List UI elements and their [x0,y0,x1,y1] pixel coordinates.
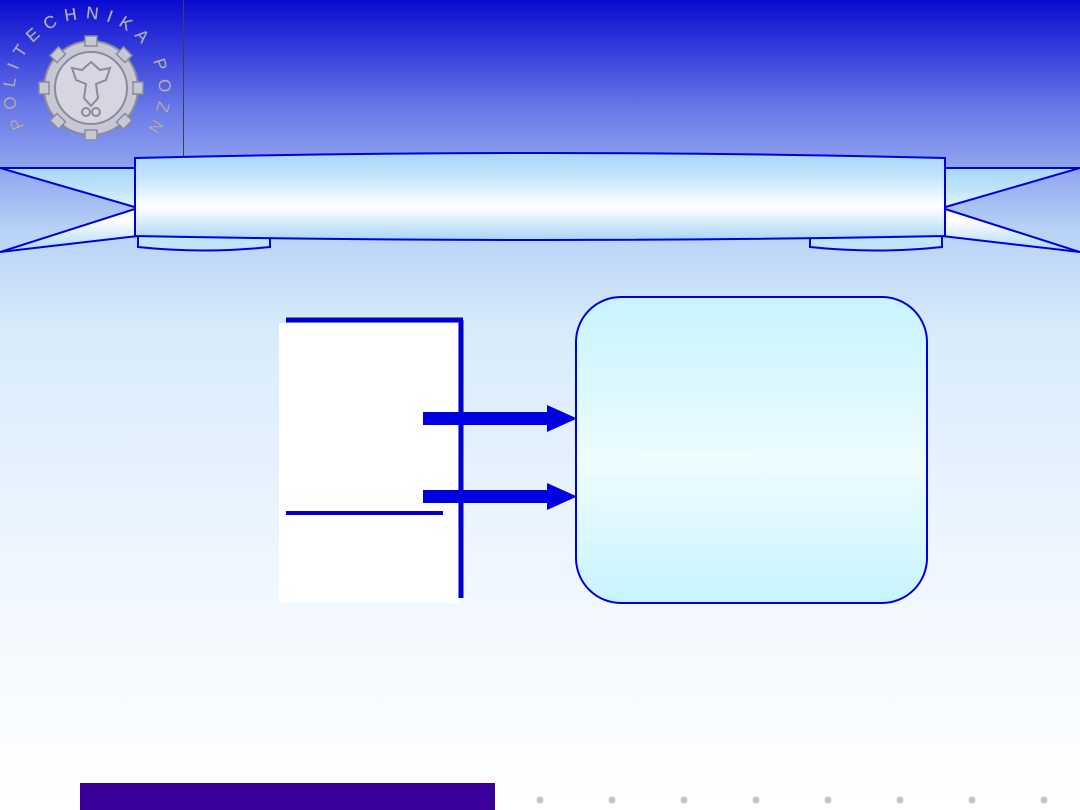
eagle-emblem-icon [70,60,112,117]
source-box [279,317,464,603]
university-seal-logo: POLITECHNIKA POZNAŃSKA [0,0,166,144]
title-banner [0,152,1080,253]
footer-dot [680,796,688,804]
footer-dot [896,796,904,804]
banner-right-fold [809,235,943,252]
footer-dot [536,796,544,804]
banner-left-fold [137,235,271,252]
banner-main-band [134,152,946,241]
target-box [575,296,928,604]
footer-dots [536,796,1048,804]
footer-dot [608,796,616,804]
footer-dot [752,796,760,804]
footer-dot [968,796,976,804]
banner-left-tail [0,167,139,253]
logo-divider [183,0,184,168]
footer-dot [1040,796,1048,804]
arrow-lower [423,483,577,510]
footer-bar [80,783,495,810]
arrow-upper [423,405,577,432]
footer-dot [824,796,832,804]
banner-right-tail [941,167,1080,253]
